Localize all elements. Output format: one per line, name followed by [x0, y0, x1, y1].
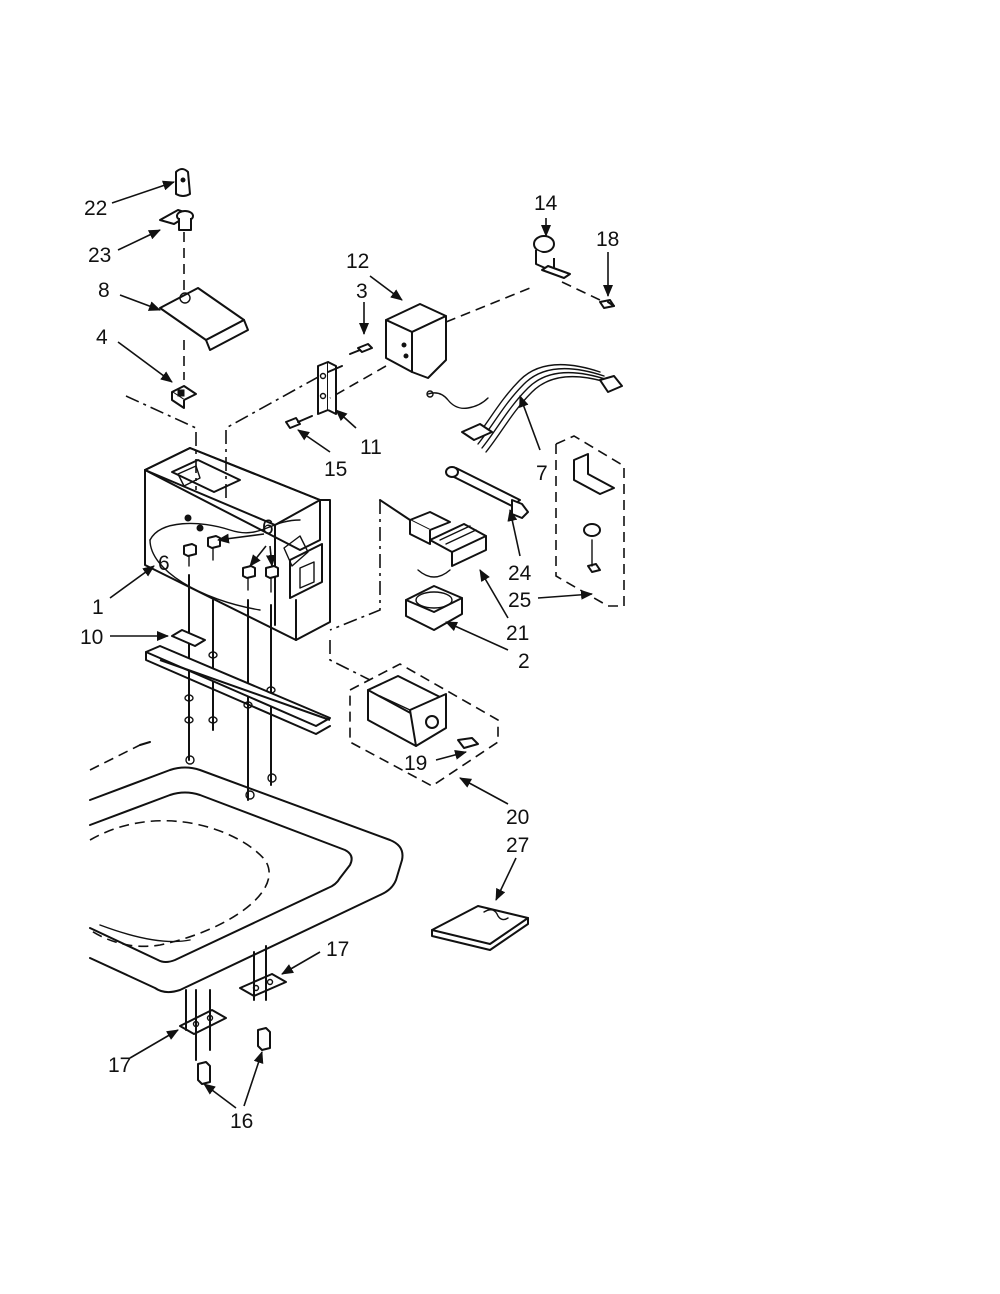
callout-18: 18	[596, 228, 619, 251]
part-2-tray	[405, 569, 463, 631]
callout-arrows	[109, 180, 613, 1109]
part-24-pin	[445, 466, 529, 519]
part-14-switch	[533, 235, 571, 279]
callout-17-right: 17	[326, 938, 349, 961]
callout-8: 8	[98, 279, 110, 302]
part-4-bracket	[171, 385, 197, 409]
part-21-lock-assembly	[409, 511, 487, 567]
part-17-bracket-right	[239, 973, 287, 997]
callout-19: 19	[404, 752, 427, 775]
callout-27: 27	[506, 834, 529, 857]
callout-6a: 6	[158, 552, 170, 575]
washer-bolts	[184, 651, 276, 724]
callout-6b: 6	[262, 516, 274, 539]
callout-1: 1	[92, 596, 104, 619]
callout-24: 24	[508, 562, 532, 585]
part-23-clip	[159, 209, 194, 231]
callout-14: 14	[534, 192, 558, 215]
part-22-key-switch	[175, 168, 191, 197]
callout-labels: 22 23 8 4 12 3 14 18 11 15 7 6 6 6 24 25…	[80, 192, 619, 1133]
callout-7: 7	[536, 462, 548, 485]
part-25-bracket-group	[555, 435, 625, 607]
callout-11: 11	[360, 436, 382, 459]
callout-10: 10	[80, 626, 103, 649]
callout-21: 21	[506, 622, 529, 645]
washer-top-panel	[89, 741, 404, 994]
part-20-actuator-group	[349, 663, 499, 787]
callout-16: 16	[230, 1110, 253, 1133]
callout-20: 20	[506, 806, 529, 829]
callout-15: 15	[324, 458, 347, 481]
part-18-screw	[599, 299, 615, 309]
part-3-screw	[349, 343, 373, 355]
part-27-pad	[431, 905, 529, 951]
callout-25: 25	[508, 589, 531, 612]
callout-3: 3	[356, 280, 368, 303]
part-8-cover	[159, 287, 249, 351]
part-1-control-housing	[144, 447, 331, 641]
part-10-insulation	[145, 629, 331, 735]
part-7-wire-harness	[461, 364, 623, 453]
part-12-control-module	[385, 303, 447, 379]
callout-12: 12	[346, 250, 369, 273]
callout-2: 2	[518, 650, 530, 673]
callout-4: 4	[96, 326, 108, 349]
part-19-plunger	[457, 737, 479, 749]
part-6-screws	[183, 535, 279, 593]
part-15-screw	[285, 415, 313, 429]
callout-22: 22	[84, 197, 107, 220]
callout-17-left: 17	[108, 1054, 131, 1077]
callout-23: 23	[88, 244, 111, 267]
part-16-screws	[197, 1027, 271, 1085]
part-11-hinge-bracket	[317, 361, 343, 415]
